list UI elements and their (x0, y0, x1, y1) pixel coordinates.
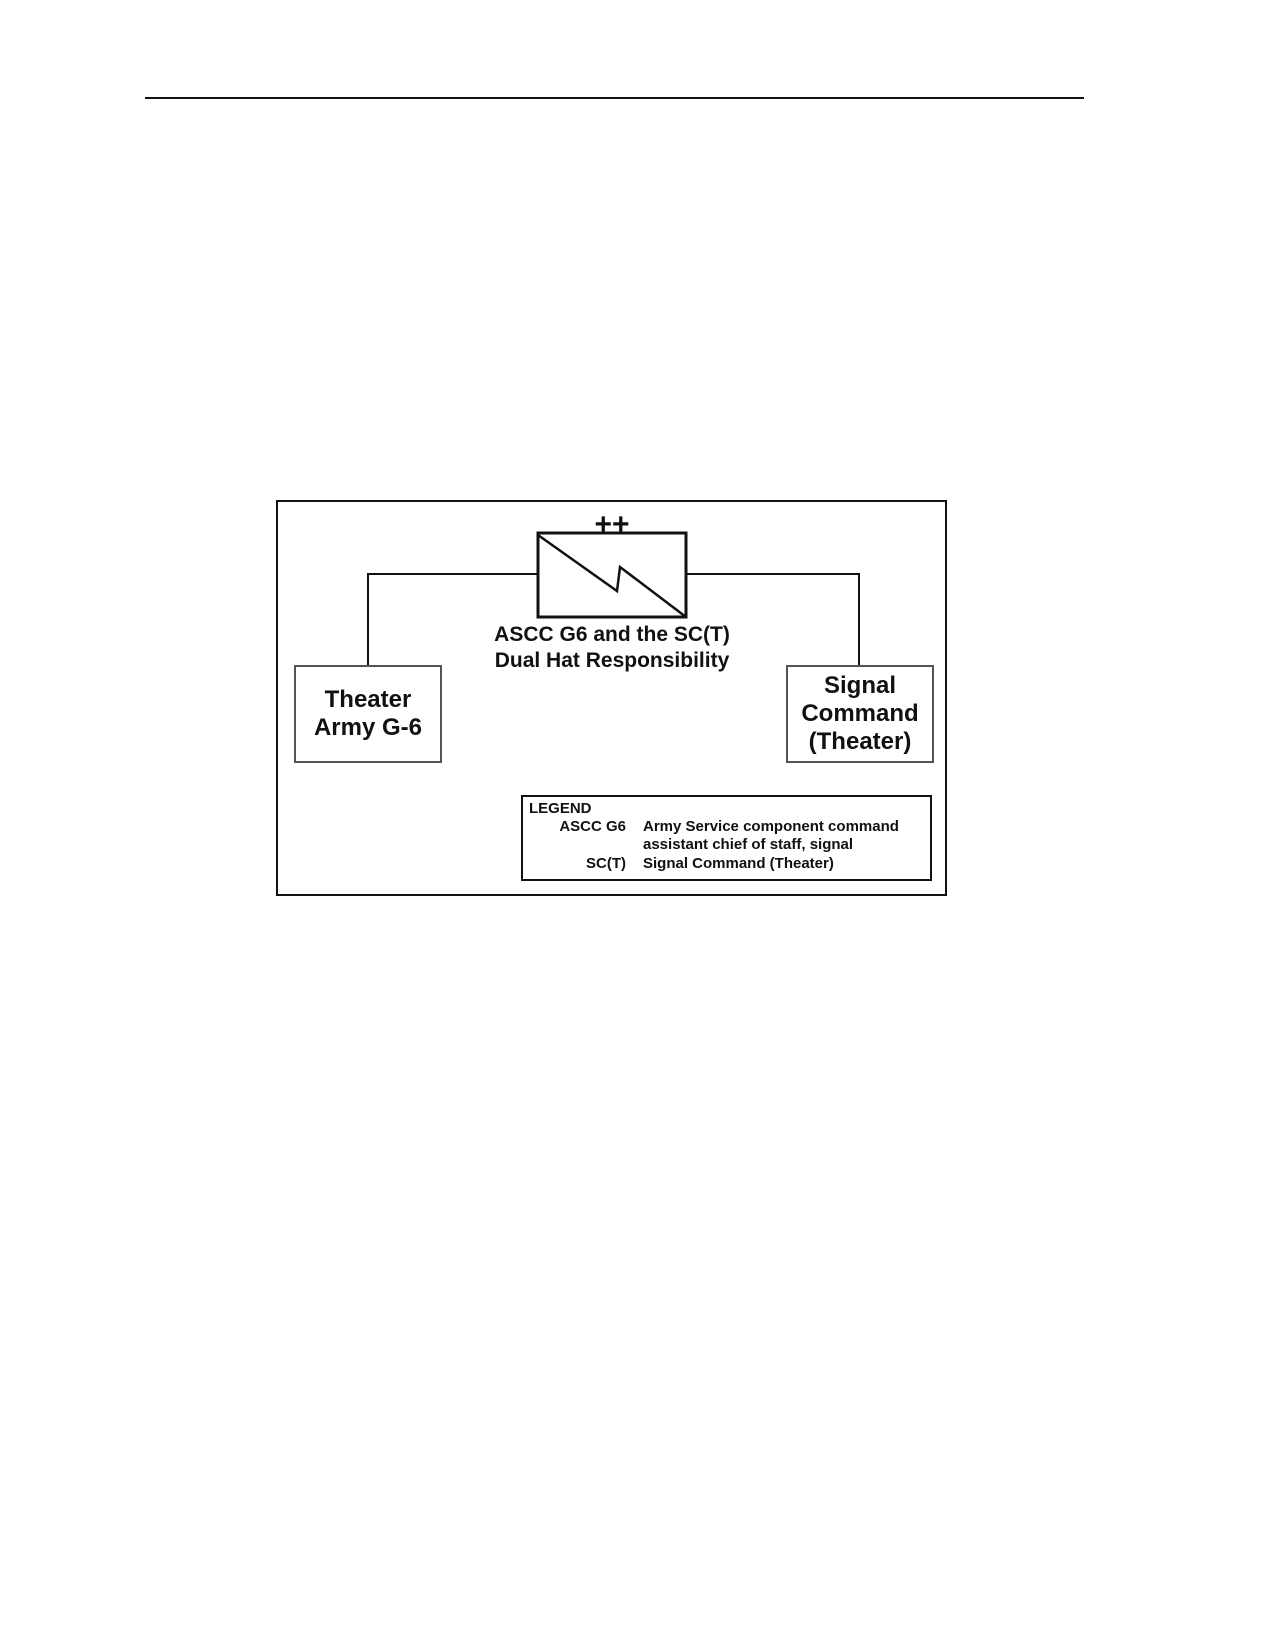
center-caption: ASCC G6 and the SC(T) Dual Hat Responsib… (452, 622, 772, 674)
legend-definition: Army Service component command assistant… (643, 818, 899, 853)
legend-box: LEGEND ASCC G6 Army Service component co… (521, 795, 932, 881)
legend-abbr: ASCC G6 (559, 818, 626, 835)
caption-line-1: ASCC G6 and the SC(T) (494, 623, 730, 646)
signal-command-theater-box: Signal Command (Theater) (786, 665, 934, 763)
legend-title: LEGEND (529, 800, 592, 817)
header-rule (145, 97, 1084, 99)
theater-army-g6-box: Theater Army G-6 (294, 665, 442, 763)
caption-line-2: Dual Hat Responsibility (494, 649, 730, 672)
legend-definition: Signal Command (Theater) (643, 855, 834, 872)
legend-abbr: SC(T) (586, 855, 626, 872)
